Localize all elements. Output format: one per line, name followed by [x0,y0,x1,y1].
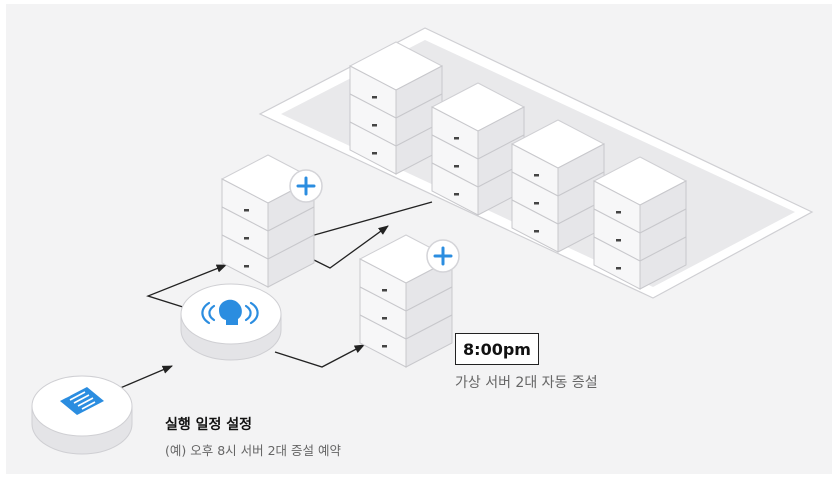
schedule-title: 실행 일정 설정 [165,417,253,433]
schedule-example: (예) 오후 8시 서버 2대 증설 예약 [165,443,342,458]
server-icon [431,82,525,216]
scheduled-action-description: 가상 서버 2대 자동 증설 [455,375,598,391]
schedule-disc [31,375,133,455]
scheduled-time-label: 8:00pm [455,333,539,365]
speaker-icon [201,299,259,325]
plus-icon [425,238,461,274]
server-icon [349,41,443,175]
plus-icon [288,168,324,204]
server-icon [593,156,687,290]
document-icon [60,387,104,415]
server-icon [511,119,605,253]
